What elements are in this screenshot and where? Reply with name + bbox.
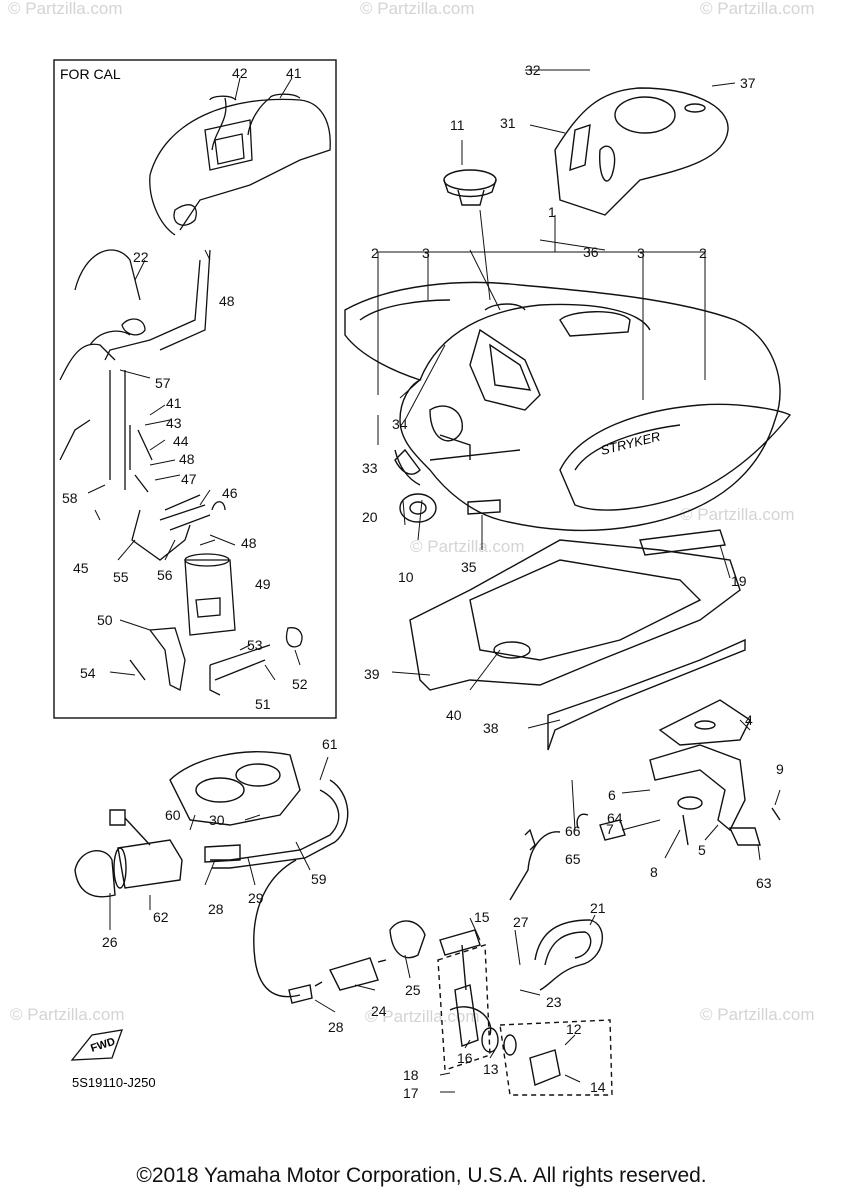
watermark: © Partzilla.com	[365, 1007, 480, 1026]
callout-10: 10	[398, 569, 414, 585]
inset-drawing	[59, 93, 331, 696]
callout-37: 37	[740, 75, 756, 91]
callout-20: 20	[362, 509, 378, 525]
fwd-label: FWD	[89, 1036, 117, 1055]
callout-28: 28	[208, 901, 224, 917]
copyright-notice: ©2018 Yamaha Motor Corporation, U.S.A. A…	[136, 1164, 707, 1187]
callout-40: 40	[446, 707, 462, 723]
leader-lines	[87, 69, 781, 1093]
callout-35: 35	[461, 559, 477, 575]
callout-11: 11	[450, 117, 465, 133]
callout-9: 9	[776, 761, 784, 777]
callout-3: 3	[422, 245, 430, 261]
inset-label: FOR CAL	[60, 66, 121, 82]
watermark: © Partzilla.com	[700, 1005, 815, 1024]
callout-39: 39	[364, 666, 380, 682]
callout-50: 50	[97, 612, 113, 628]
callout-64: 64	[607, 810, 623, 826]
callout-38: 38	[483, 720, 499, 736]
callout-18: 18	[403, 1067, 419, 1083]
callout-43: 43	[166, 415, 182, 431]
inset-frame	[53, 59, 337, 719]
callout-54: 54	[80, 665, 96, 681]
callout-57: 57	[155, 375, 171, 391]
callout-12: 12	[566, 1021, 582, 1037]
diagram-code: 5S19110-J250	[72, 1075, 156, 1090]
callout-62: 62	[153, 909, 169, 925]
callout-29: 29	[248, 890, 264, 906]
callout-33: 33	[362, 460, 378, 476]
callout-34: 34	[392, 416, 408, 432]
callout-48: 48	[241, 535, 257, 551]
callout-24: 24	[371, 1003, 387, 1019]
callout-44: 44	[173, 433, 189, 449]
callout-42: 42	[232, 65, 248, 81]
callout-6: 6	[608, 787, 616, 803]
callout-46: 46	[222, 485, 238, 501]
callout-55: 55	[113, 569, 129, 585]
callout-36: 36	[583, 244, 599, 260]
callout-25: 25	[405, 982, 421, 998]
callout-48: 48	[219, 293, 235, 309]
callout-56: 56	[157, 567, 173, 583]
callout-1: 1	[548, 204, 556, 220]
callout-51: 51	[255, 696, 271, 712]
callout-63: 63	[756, 875, 772, 891]
callout-28: 28	[328, 1019, 344, 1035]
watermark: © Partzilla.com	[8, 0, 123, 18]
callout-41: 41	[166, 395, 182, 411]
callout-26: 26	[102, 934, 118, 950]
callout-2: 2	[699, 245, 707, 261]
callout-8: 8	[650, 864, 658, 880]
callout-32: 32	[525, 62, 541, 78]
callout-19: 19	[731, 573, 747, 589]
callout-59: 59	[311, 871, 327, 887]
callout-14: 14	[590, 1079, 606, 1095]
watermark: © Partzilla.com	[410, 537, 525, 556]
callout-27: 27	[513, 914, 529, 930]
callout-labels: 1 2 2 3 3 4 5 6 7 8 9 10 11 12 13 14 15 …	[62, 62, 784, 1101]
callout-58: 58	[62, 490, 78, 506]
callout-21: 21	[590, 900, 606, 916]
callout-3: 3	[637, 245, 645, 261]
callout-66: 66	[565, 823, 581, 839]
watermark: © Partzilla.com	[10, 1005, 125, 1024]
callout-7: 7	[606, 821, 614, 837]
callout-61: 61	[322, 736, 338, 752]
callout-13: 13	[483, 1061, 499, 1077]
callout-30: 30	[209, 812, 225, 828]
callout-47: 47	[181, 471, 197, 487]
callout-23: 23	[546, 994, 562, 1010]
callout-31: 31	[500, 115, 516, 131]
callout-17: 17	[403, 1085, 419, 1101]
callout-48: 48	[179, 451, 195, 467]
callout-4: 4	[745, 712, 753, 728]
callout-60: 60	[165, 807, 181, 823]
forward-arrow-icon: FWD	[70, 1029, 123, 1061]
callout-16: 16	[457, 1050, 473, 1066]
callout-65: 65	[565, 851, 581, 867]
callout-53: 53	[247, 637, 263, 653]
callout-22: 22	[133, 249, 149, 265]
watermark-layer: © Partzilla.com © Partzilla.com © Partzi…	[8, 0, 815, 1026]
callout-41: 41	[286, 65, 302, 81]
watermark: © Partzilla.com	[680, 505, 795, 524]
callout-15: 15	[474, 909, 490, 925]
callout-49: 49	[255, 576, 271, 592]
watermark: © Partzilla.com	[700, 0, 815, 18]
watermark: © Partzilla.com	[360, 0, 475, 18]
tank-logo: STRYKER	[599, 429, 662, 458]
callout-5: 5	[698, 842, 706, 858]
callout-45: 45	[73, 560, 89, 576]
fuel-tank-assembly	[74, 87, 792, 1096]
callout-52: 52	[292, 676, 308, 692]
callout-2: 2	[371, 245, 379, 261]
